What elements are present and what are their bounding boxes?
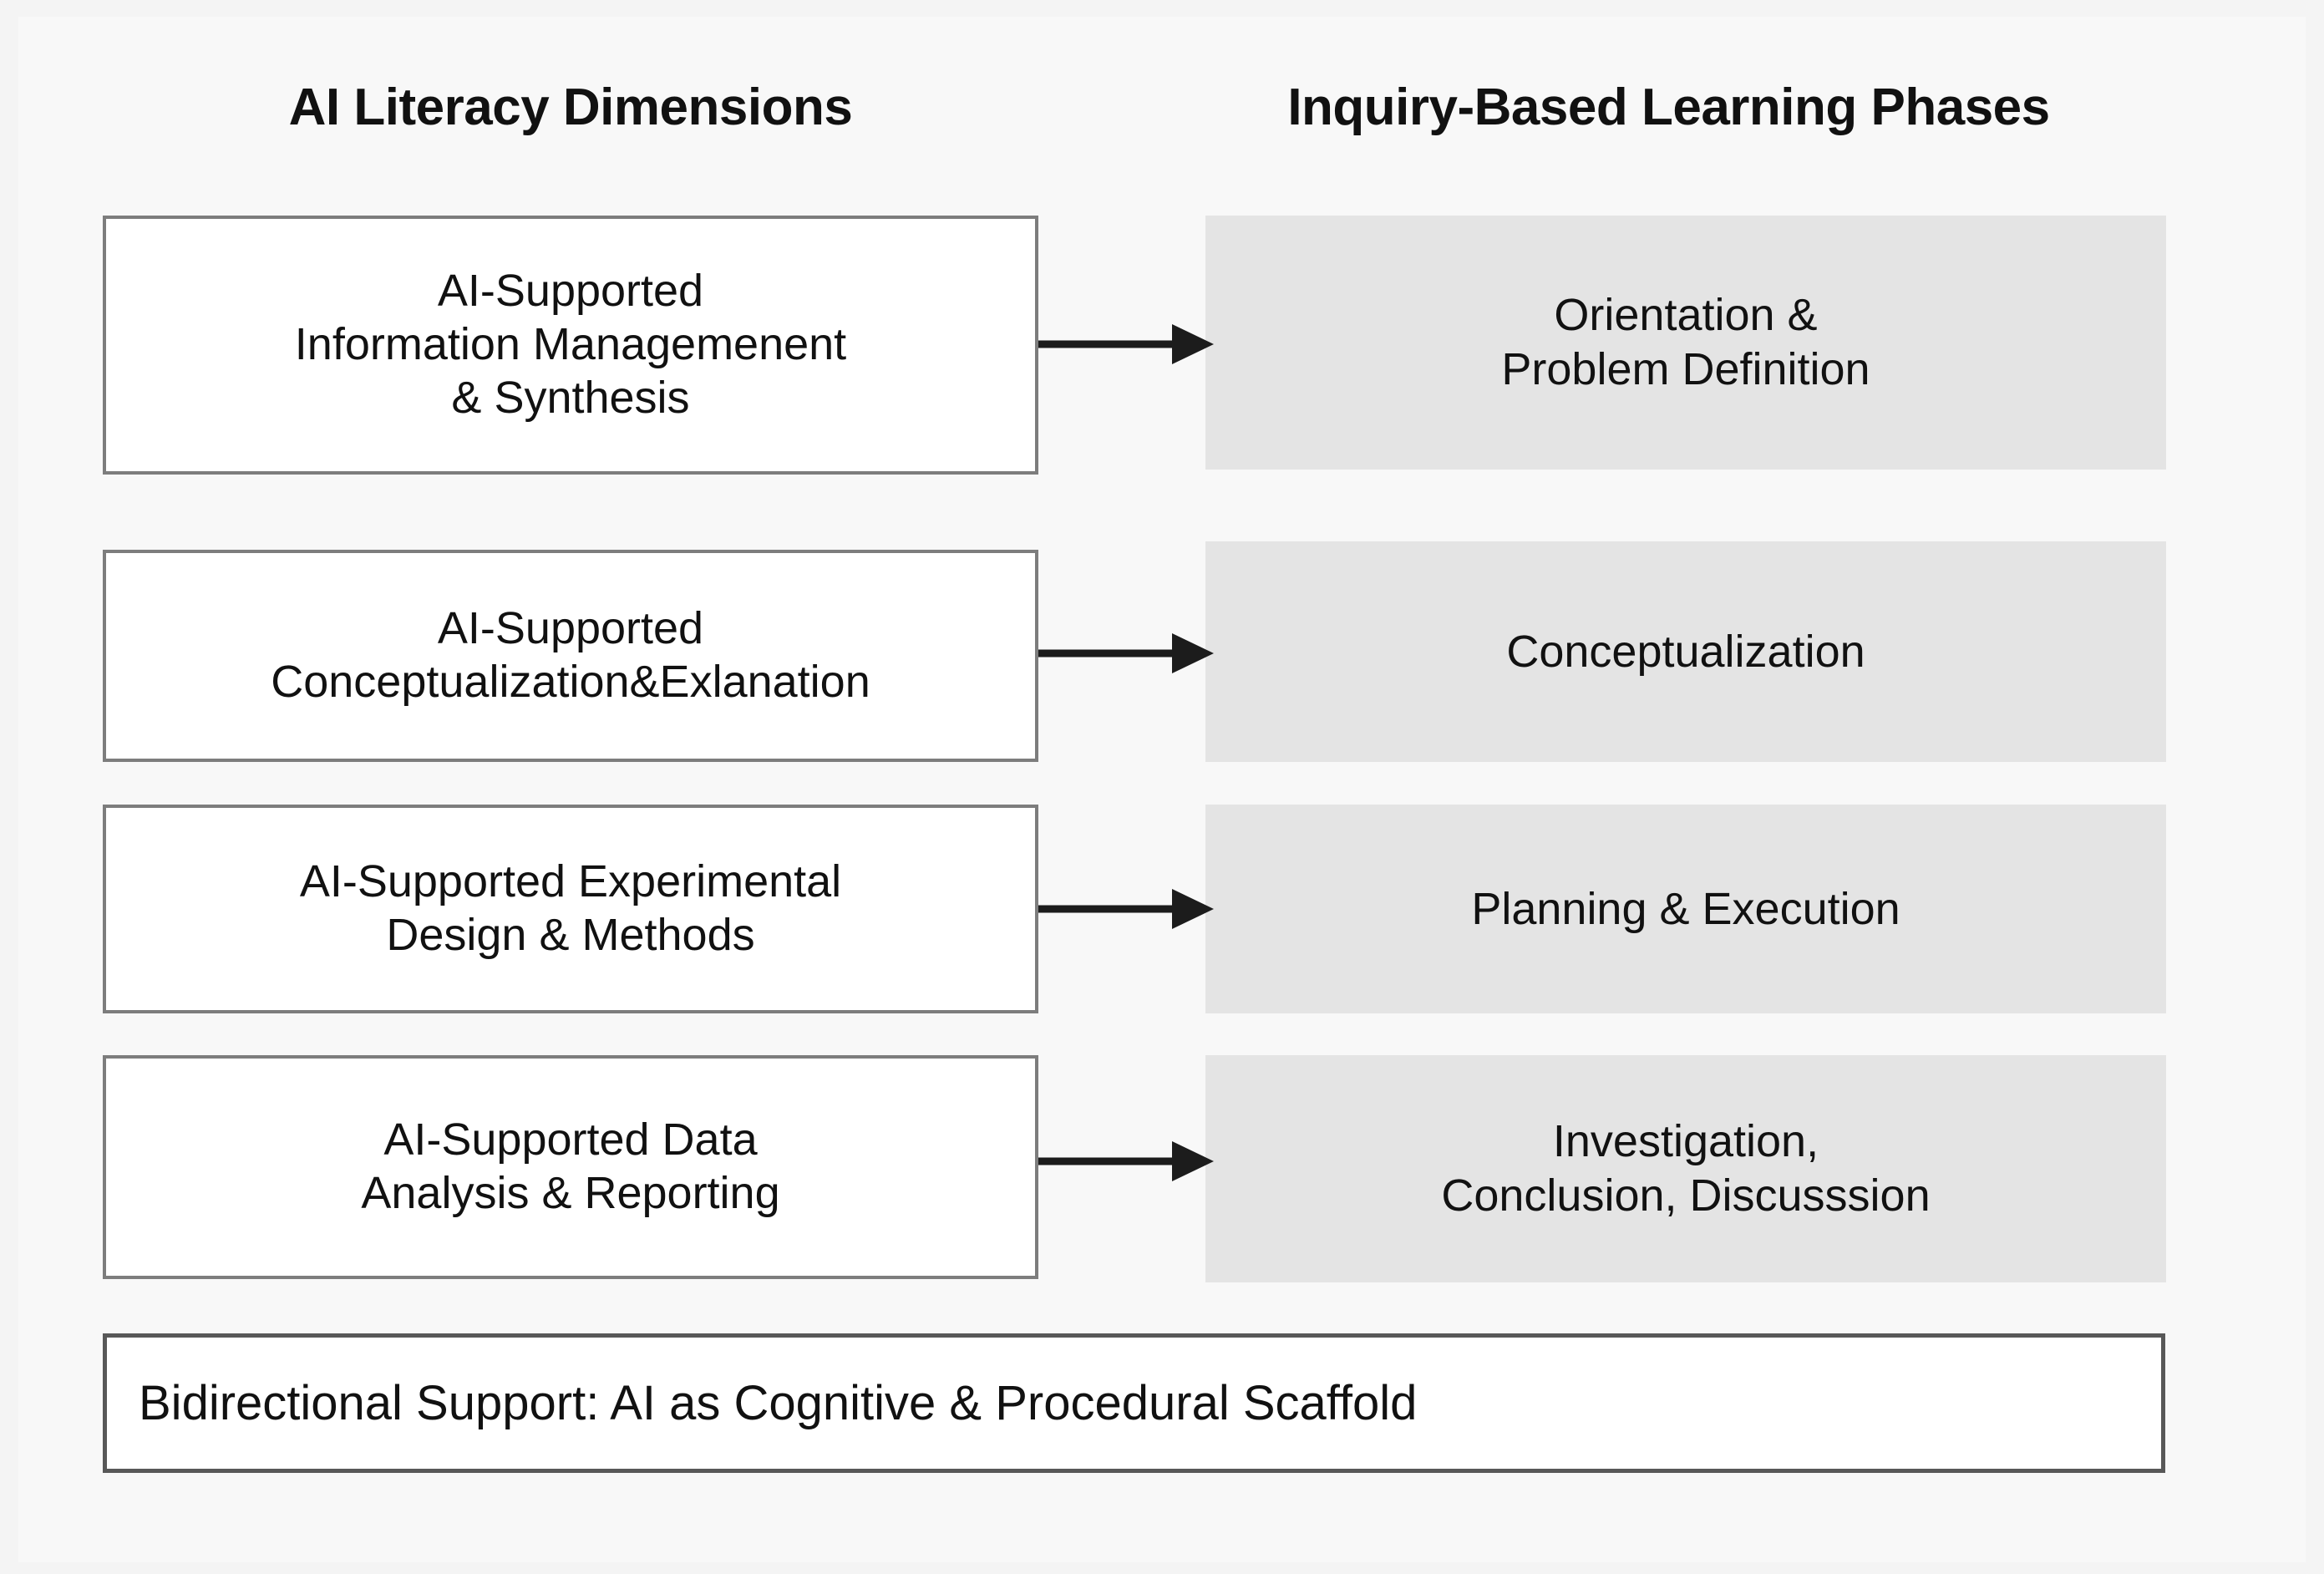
phase-line-2: Problem Definition — [1501, 344, 1870, 394]
dimension-line-2: Conceptualization&Exlanation — [271, 657, 870, 707]
dimension-line-2: Analysis & Reporting — [361, 1168, 780, 1218]
dimension-line-1: AI-Supported Data — [383, 1114, 758, 1165]
phase-box-conceptualization[interactable]: Conceptualization — [1205, 541, 2166, 762]
bidirectional-support-label: Bidirectional Support: AI as Cognitive &… — [139, 1375, 1418, 1430]
phase-line-1: Investigation, — [1552, 1116, 1819, 1167]
dimension-box-text: AI-Supported Experimental Design & Metho… — [300, 856, 841, 962]
dimension-box-text: AI-Supported Information Managemenent & … — [295, 265, 846, 424]
phase-box-text: Orientation & Problem Definition — [1501, 288, 1870, 397]
phase-box-planning-execution[interactable]: Planning & Execution — [1205, 805, 2166, 1013]
dimension-line-1: AI-Supported — [437, 603, 704, 654]
dimension-box-information-management[interactable]: AI-Supported Information Managemenent & … — [103, 216, 1038, 475]
phase-box-orientation-problem-definition[interactable]: Orientation & Problem Definition — [1205, 216, 2166, 470]
dimension-box-text: AI-Supported Conceptualization&Exlanatio… — [271, 602, 870, 708]
phase-line-1: Orientation & — [1554, 290, 1818, 341]
phase-box-text: Investigation, Conclusion, Discusssion — [1441, 1114, 1930, 1223]
phase-line-1: Planning & Execution — [1471, 883, 1900, 934]
dimension-box-data-analysis-reporting[interactable]: AI-Supported Data Analysis & Reporting — [103, 1055, 1038, 1279]
dimension-line-3: & Synthesis — [451, 372, 690, 423]
phase-line-1: Conceptualization — [1506, 626, 1865, 677]
dimension-box-conceptualization-explanation[interactable]: AI-Supported Conceptualization&Exlanatio… — [103, 550, 1038, 762]
phase-box-text: Planning & Execution — [1471, 882, 1900, 937]
dimension-line-1: AI-Supported — [437, 266, 704, 317]
column-header-inquiry-based-learning-phases: Inquiry-Based Learning Phases — [1287, 79, 2050, 136]
phase-box-text: Conceptualization — [1506, 625, 1865, 679]
phase-line-2: Conclusion, Discusssion — [1441, 1170, 1931, 1221]
dimension-line-1: AI-Supported Experimental — [299, 856, 842, 907]
column-header-ai-literacy-dimensions: AI Literacy Dimensions — [288, 79, 853, 136]
dimension-line-2: Design & Methods — [386, 910, 755, 960]
dimension-box-experimental-design-methods[interactable]: AI-Supported Experimental Design & Metho… — [103, 805, 1038, 1013]
phase-box-investigation-conclusion-discussion[interactable]: Investigation, Conclusion, Discusssion — [1205, 1055, 2166, 1282]
bidirectional-support-bar[interactable]: Bidirectional Support: AI as Cognitive &… — [103, 1333, 2165, 1473]
dimension-box-text: AI-Supported Data Analysis & Reporting — [361, 1114, 779, 1220]
dimension-line-2: Information Managemenent — [294, 319, 847, 370]
